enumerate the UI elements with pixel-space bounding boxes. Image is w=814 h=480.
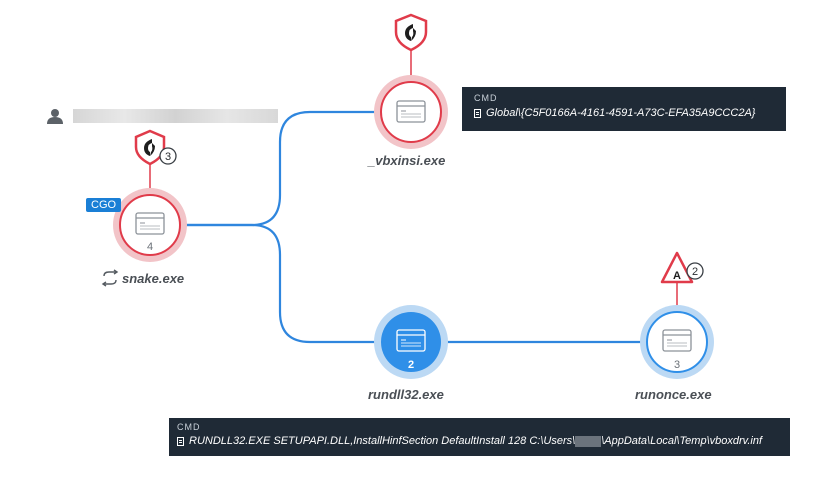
window-icon bbox=[662, 329, 692, 352]
node-count: 3 bbox=[674, 359, 680, 371]
redacted-username bbox=[73, 109, 278, 123]
node-count: 4 bbox=[147, 241, 153, 253]
node-label-vbxinsi[interactable]: _vbxinsi.exe bbox=[368, 153, 446, 168]
node-label-snake[interactable]: snake.exe bbox=[122, 271, 185, 286]
cmd-box-bottom: CMD RUNDLL32.EXE SETUPAPI.DLL,InstallHin… bbox=[169, 418, 790, 456]
window-icon bbox=[135, 212, 165, 235]
cmd-box-top: CMD Global\{C5F0166A-4161-4591-A73C-EFA3… bbox=[462, 87, 786, 131]
redacted-username bbox=[575, 435, 602, 447]
svg-text:A: A bbox=[673, 270, 681, 282]
user-row bbox=[47, 109, 278, 123]
window-icon bbox=[396, 329, 426, 352]
cmd-text-before: RUNDLL32.EXE SETUPAPI.DLL,InstallHinfSec… bbox=[189, 435, 576, 447]
shield-alert-icon[interactable] bbox=[134, 129, 166, 166]
cmd-title: CMD bbox=[474, 93, 498, 103]
node-label-runonce[interactable]: runonce.exe bbox=[635, 387, 712, 402]
node-vbxinsi[interactable] bbox=[374, 75, 448, 149]
user-icon bbox=[47, 109, 63, 124]
loop-icon bbox=[101, 269, 119, 287]
window-icon bbox=[396, 100, 426, 123]
node-runonce[interactable]: 3 bbox=[640, 305, 714, 379]
node-rundll32[interactable]: 2 bbox=[374, 305, 448, 379]
cmd-title: CMD bbox=[177, 422, 201, 432]
svg-text:2: 2 bbox=[692, 266, 698, 278]
document-icon bbox=[474, 108, 481, 118]
edge-snake-to-rundll32 bbox=[185, 223, 378, 344]
document-icon bbox=[177, 436, 184, 446]
cgo-tag: CGO bbox=[86, 198, 122, 212]
shield-alert-icon[interactable] bbox=[394, 13, 428, 52]
edge-snake-to-vbxinsi bbox=[185, 110, 378, 227]
node-count: 2 bbox=[408, 359, 414, 371]
alert-count-badge: 3 bbox=[159, 147, 177, 165]
node-snake[interactable]: 4 bbox=[113, 188, 187, 262]
svg-text:3: 3 bbox=[165, 151, 171, 163]
cmd-text: Global\{C5F0166A-4161-4591-A73C-EFA35A9C… bbox=[486, 107, 756, 119]
node-label-rundll32[interactable]: rundll32.exe bbox=[368, 387, 444, 402]
cmd-text-after: \AppData\Local\Temp\vboxdrv.inf bbox=[601, 435, 762, 447]
alert-count-badge: 2 bbox=[686, 262, 704, 280]
warning-triangle-icon[interactable]: A bbox=[660, 251, 694, 284]
